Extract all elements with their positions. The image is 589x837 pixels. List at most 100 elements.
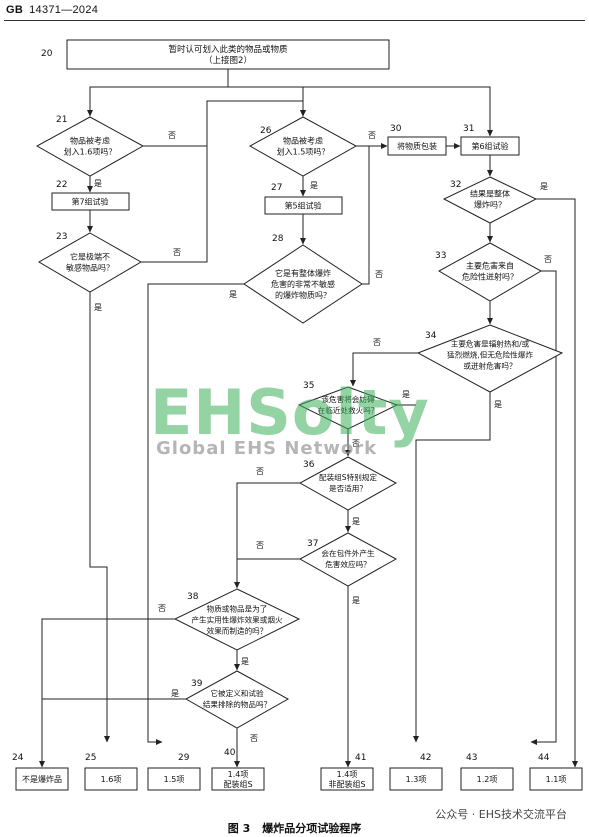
node-37-diamond — [298, 532, 398, 587]
node-27-text: 第5组试验 — [284, 200, 321, 210]
edge-28-29 — [147, 283, 244, 745]
step-number-28: 28 — [272, 234, 284, 244]
node-42-box — [389, 767, 443, 791]
watermark-logo: EHSolty — [150, 376, 430, 449]
step-number-21: 21 — [56, 115, 67, 125]
node-31-box — [460, 136, 520, 156]
answer-yes-12: 是 — [402, 390, 410, 399]
node-26-text: 划入1.5项吗？ — [277, 146, 330, 156]
node-39-text: 它被定义和试验 — [210, 688, 264, 698]
node-38-text: 物质或物品是为了 — [207, 604, 268, 614]
node-32-text: 爆炸吗？ — [474, 199, 506, 209]
node-32-diamond — [442, 176, 538, 224]
node-21-text: 物品被考虑 — [70, 135, 110, 145]
node-29-box — [147, 767, 201, 791]
footer-watermark: 公众号 · EHS技术交流平台 — [435, 808, 567, 821]
answer-no-14: 否 — [256, 541, 264, 550]
answer-no-11: 否 — [373, 338, 381, 347]
node-24-box — [15, 767, 69, 791]
node-28-text: 的爆炸物质吗？ — [275, 290, 331, 300]
step-number-42: 42 — [420, 753, 431, 763]
answer-yes-10: 是 — [494, 400, 502, 409]
step-number-25: 25 — [85, 753, 96, 763]
edge-20-21 — [87, 69, 229, 117]
edge-34-35 — [350, 352, 418, 387]
answer-yes-7: 是 — [229, 290, 237, 299]
node-35-diamond — [297, 386, 399, 430]
node-34-text: 主要危害是辐射热和/或 — [451, 339, 530, 349]
node-37-text: 会在包件外产生 — [321, 548, 375, 558]
answer-yes-1: 是 — [94, 179, 102, 188]
step-number-20: 20 — [41, 49, 53, 59]
node-39-text: 结果排除的物品吗？ — [203, 699, 271, 709]
step-number-39: 39 — [191, 679, 203, 689]
node-41-text: 非配装组S — [328, 779, 365, 789]
step-number-40: 40 — [224, 748, 236, 758]
step-number-34: 34 — [425, 331, 437, 341]
node-31-text: 第6组试验 — [471, 141, 508, 151]
step-number-41: 41 — [355, 753, 366, 763]
step-number-38: 38 — [187, 592, 199, 602]
node-21-diamond — [35, 116, 145, 177]
node-24-text: 不是爆炸品 — [22, 774, 62, 784]
answer-no-18: 否 — [158, 604, 166, 613]
answer-yes-3: 是 — [94, 303, 102, 312]
node-28-text: 危害的非常不敏感 — [271, 279, 335, 289]
node-30-text: 将物质包装 — [397, 141, 437, 151]
step-number-23: 23 — [56, 232, 67, 242]
answer-yes-5: 是 — [310, 181, 318, 190]
node-40-text: 配装组S — [223, 779, 252, 789]
node-33-text: 主要危害来自 — [466, 260, 514, 270]
answer-no-9: 否 — [544, 255, 552, 264]
node-38-text: 效果而制造的吗？ — [207, 626, 268, 636]
answer-no-21: 否 — [250, 734, 258, 743]
edge-33-43 — [530, 270, 557, 745]
node-41-text: 1.4项 — [337, 770, 358, 779]
node-23-text: 它是极端不 — [70, 251, 110, 261]
node-44-box — [529, 767, 583, 791]
node-30-box — [387, 136, 447, 156]
node-26-diamond — [248, 116, 358, 177]
node-36-text: 配装组S特别规定 — [319, 472, 377, 482]
edge-32-44 — [536, 198, 578, 768]
step-number-24: 24 — [12, 753, 24, 763]
node-37-text: 危害效应吗？ — [325, 559, 371, 569]
node-27-box — [264, 196, 343, 215]
node-25-box — [84, 767, 138, 791]
step-number-36: 36 — [303, 460, 315, 470]
step-number-33: 33 — [435, 251, 446, 261]
node-34-diamond — [416, 324, 564, 393]
node-39-diamond — [184, 670, 290, 729]
step-number-37: 37 — [307, 539, 318, 549]
node-40-box — [211, 767, 265, 791]
node-32-text: 结果是整体 — [470, 188, 510, 198]
step-number-43: 43 — [466, 753, 477, 763]
answer-no-16: 否 — [256, 467, 264, 476]
answer-yes-17: 是 — [352, 596, 360, 605]
step-number-22: 22 — [56, 180, 67, 190]
edge-23-no — [141, 146, 208, 263]
edge-28-no — [362, 146, 370, 285]
node-36-diamond — [298, 456, 398, 511]
standard-prefix: GB — [6, 4, 24, 16]
step-number-29: 29 — [178, 753, 190, 763]
answer-no-4: 否 — [368, 131, 376, 140]
node-44-text: 1.1项 — [546, 775, 567, 784]
node-29-text: 1.5项 — [164, 775, 185, 784]
standard-number: 14371—2024 — [29, 4, 99, 16]
flow-shapes — [15, 39, 583, 791]
answer-no-13: 否 — [352, 439, 360, 448]
answer-yes-20: 是 — [171, 689, 179, 698]
step-number-26: 26 — [260, 126, 272, 136]
step-number-30: 30 — [390, 124, 402, 134]
node-20-box — [66, 39, 390, 70]
edge-36-38 — [234, 482, 300, 589]
node-35-text: 该危害将会妨碍 — [321, 394, 375, 404]
edge-23-25 — [89, 292, 110, 743]
node-42-text: 1.3项 — [406, 775, 427, 784]
node-28-text: 它是有整体爆炸 — [275, 268, 331, 278]
answer-yes-8: 是 — [540, 182, 548, 191]
